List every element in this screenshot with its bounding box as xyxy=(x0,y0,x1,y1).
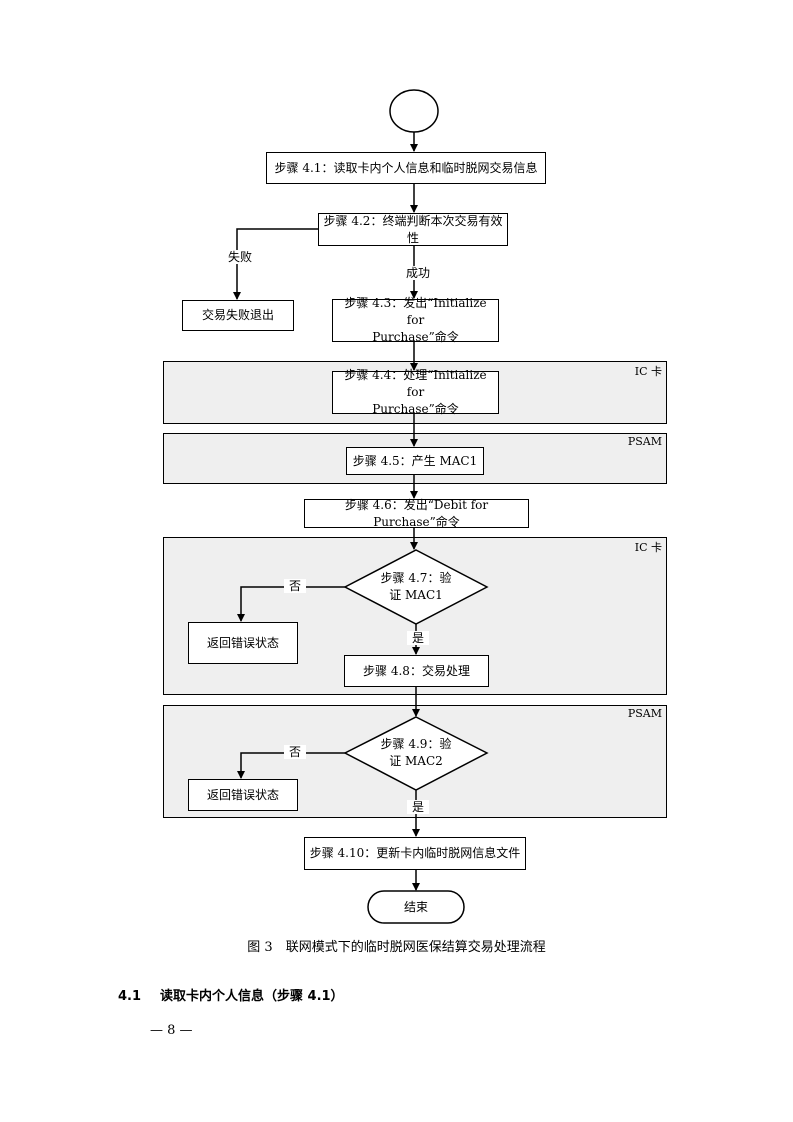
step-4-8-box: 步骤 4.8：交易处理 xyxy=(344,655,489,687)
error-status-box-1: 返回错误状态 xyxy=(188,622,298,664)
no-label-2: 否 xyxy=(284,745,306,759)
no-label-1: 否 xyxy=(284,579,306,593)
step-4-7-text: 步骤 4.7：验 证 MAC1 xyxy=(380,571,452,602)
ic-card-region-1-label: IC 卡 xyxy=(634,365,662,378)
step-4-6-box: 步骤 4.6：发出“Debit for Purchase”命令 xyxy=(304,498,529,529)
start-node xyxy=(389,89,439,133)
error-status-box-2: 返回错误状态 xyxy=(188,779,298,811)
section-number: 4.1 xyxy=(118,989,142,1004)
step-4-4-box: 步骤 4.4：处理“Initialize for Purchase”命令 xyxy=(332,368,499,416)
yes-label-1: 是 xyxy=(407,631,429,645)
step-4-5-box: 步骤 4.5：产生 MAC1 xyxy=(346,447,484,475)
success-label: 成功 xyxy=(401,266,435,280)
end-text: 结束 xyxy=(403,899,428,914)
end-node xyxy=(367,890,465,924)
psam-region-2-label: PSAM xyxy=(627,707,662,720)
figure-caption: 图 3 联网模式下的临时脱网医保结算交易处理流程 xyxy=(247,940,546,955)
fail-label: 失败 xyxy=(223,250,257,264)
page-number: — 8 — xyxy=(150,1023,193,1038)
step-4-3-box: 步骤 4.3：发出“Initialize for Purchase”命令 xyxy=(332,296,499,344)
section-title: 读取卡内个人信息（步骤 4.1） xyxy=(160,989,344,1004)
fail-exit-box: 交易失败退出 xyxy=(182,300,294,331)
step-4-2-box: 步骤 4.2：终端判断本次交易有效性 xyxy=(318,213,508,246)
section-heading: 4.1 读取卡内个人信息（步骤 4.1） xyxy=(118,985,344,1004)
step-4-10-box: 步骤 4.10：更新卡内临时脱网信息文件 xyxy=(304,837,526,870)
step-4-9-text: 步骤 4.9：验 证 MAC2 xyxy=(380,737,452,768)
ic-card-region-2-label: IC 卡 xyxy=(634,541,662,554)
step-4-1-box: 步骤 4.1：读取卡内个人信息和临时脱网交易信息 xyxy=(266,152,546,184)
psam-region-1-label: PSAM xyxy=(627,435,662,448)
yes-label-2: 是 xyxy=(407,800,429,814)
